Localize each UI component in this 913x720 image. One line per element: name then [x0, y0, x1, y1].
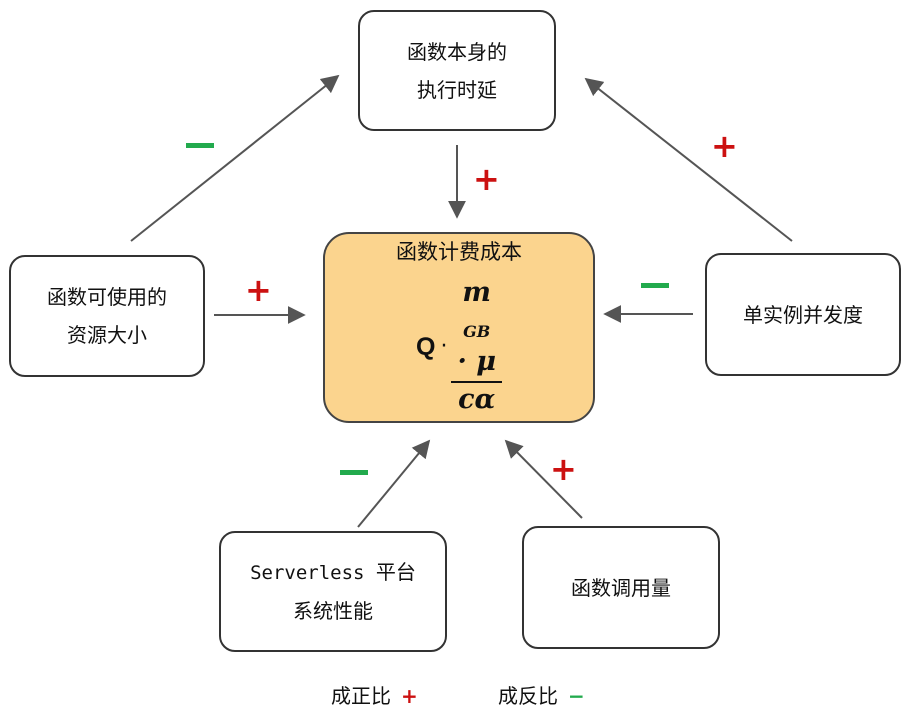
legend-negative-label: 成反比	[498, 684, 558, 708]
node-execution-latency-line1: 函数本身的	[407, 39, 507, 64]
legend-positive-sign: +	[401, 684, 418, 708]
node-platform-performance: Serverless 平台 系统性能	[219, 531, 447, 652]
formula-mu: · μ	[457, 346, 496, 377]
legend-positive: 成正比 +	[331, 682, 418, 710]
sign-plus-latency-cost: +	[473, 160, 500, 198]
sign-plus-resources-cost: +	[245, 271, 272, 309]
legend-positive-label: 成正比	[331, 684, 391, 708]
formula-q: Q	[415, 332, 436, 361]
formula-fraction-bar	[451, 381, 502, 383]
arrow-platform-to-cost	[357, 439, 431, 528]
node-instance-concurrency: 单实例并发度	[705, 253, 901, 376]
sign-plus-concurrency-latency: +	[711, 127, 738, 165]
sign-minus-resources-latency	[186, 143, 214, 148]
legend-negative: 成反比 −	[498, 682, 585, 710]
node-execution-latency: 函数本身的 执行时延	[358, 10, 556, 131]
node-resource-size: 函数可使用的 资源大小	[9, 255, 205, 377]
node-execution-latency-line2: 执行时延	[417, 77, 497, 102]
arrow-concurrency-to-latency	[584, 77, 793, 242]
center-title: 函数计费成本	[396, 240, 522, 264]
formula-m: m	[462, 277, 491, 308]
node-instance-concurrency-label: 单实例并发度	[743, 302, 863, 327]
formula-gb-subscript: GB	[463, 322, 491, 341]
formula-dot: ·	[440, 333, 448, 359]
formula-denominator: cα	[458, 384, 496, 415]
sign-minus-platform-cost	[340, 470, 368, 475]
sign-plus-invocations-cost: +	[550, 450, 577, 488]
node-platform-performance-line2: 系统性能	[293, 599, 373, 623]
platform-serverless-word: Serverless	[250, 562, 376, 584]
platform-label-suffix: 平台	[375, 560, 416, 584]
node-resource-size-line1: 函数可使用的	[47, 285, 167, 309]
arrow-invocations-to-cost	[504, 439, 583, 519]
sign-minus-concurrency-cost	[641, 283, 669, 288]
node-resource-size-line2: 资源大小	[67, 323, 147, 347]
node-platform-performance-line1: Serverless 平台	[250, 553, 416, 592]
node-invocation-count: 函数调用量	[522, 526, 720, 649]
node-invocation-count-label: 函数调用量	[571, 575, 671, 600]
arrow-resources-to-latency	[130, 74, 340, 242]
legend-negative-sign: −	[568, 684, 585, 708]
